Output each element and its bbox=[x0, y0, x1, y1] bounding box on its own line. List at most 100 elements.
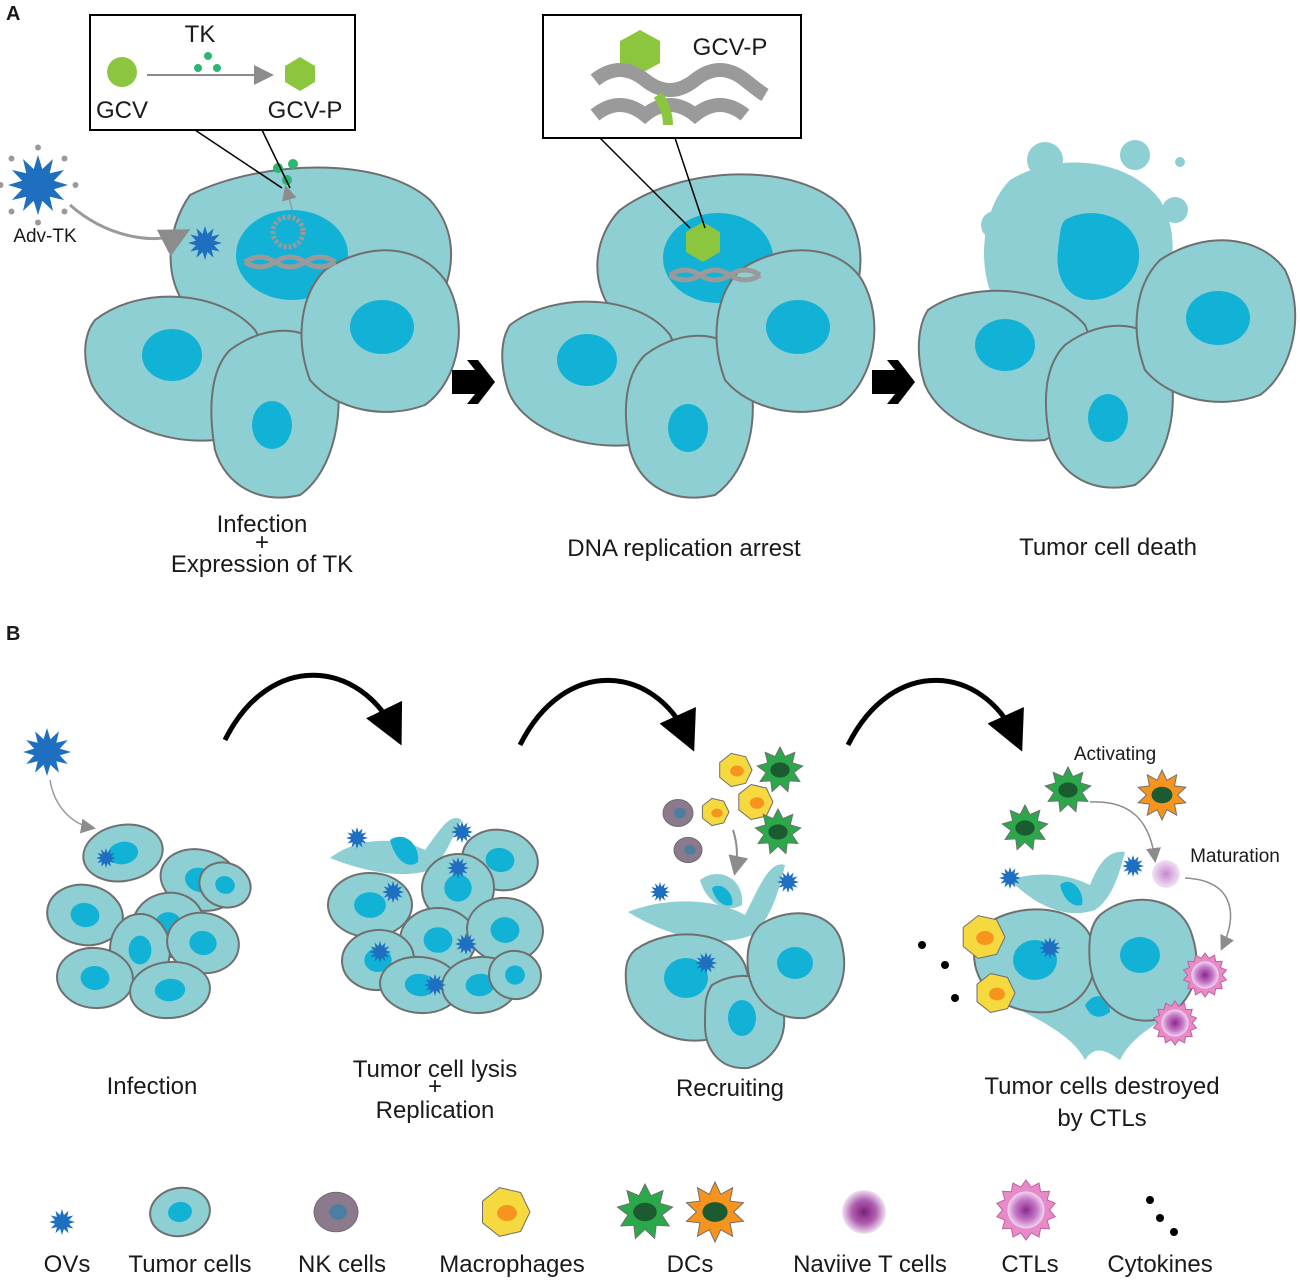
cluster-b-infection bbox=[23, 728, 252, 1020]
gcv-label: GCV bbox=[96, 97, 148, 124]
nucleus bbox=[444, 874, 472, 902]
step-label-expression-tk: Expression of TK bbox=[171, 551, 353, 578]
macrophage bbox=[701, 797, 730, 827]
macrophage bbox=[976, 973, 1016, 1013]
tumor-cell bbox=[82, 823, 164, 883]
virus-body bbox=[650, 882, 670, 902]
curved-arrow-2 bbox=[517, 678, 696, 752]
gcv-p-label-2: GCV-P bbox=[693, 34, 768, 61]
virus-body bbox=[1039, 937, 1061, 959]
ctl-core bbox=[1007, 1191, 1045, 1229]
virus-fiber-knob bbox=[61, 208, 68, 215]
nucleus bbox=[768, 824, 788, 840]
nucleus bbox=[404, 973, 436, 997]
step-arrow-1 bbox=[452, 360, 495, 404]
gcv-p-label: GCV-P bbox=[268, 97, 343, 124]
activated-dendritic-cell bbox=[685, 1180, 745, 1244]
infection-arrow bbox=[69, 203, 191, 257]
virus-body bbox=[777, 871, 799, 893]
cytokine-dot bbox=[1146, 1196, 1154, 1204]
macrophage bbox=[719, 752, 753, 788]
nucleus bbox=[777, 947, 813, 979]
nucleus bbox=[189, 930, 217, 956]
legend-label-dcs: DCs bbox=[667, 1251, 714, 1278]
panel-a-label: A bbox=[6, 3, 20, 25]
virus-icon bbox=[1039, 937, 1061, 959]
nucleus bbox=[557, 334, 617, 386]
nucleus bbox=[1015, 820, 1035, 836]
virus-fiber-knob bbox=[8, 155, 15, 162]
virus-body bbox=[346, 827, 368, 849]
legend-label-ctls: CTLs bbox=[1001, 1251, 1058, 1278]
ctl-core bbox=[1191, 961, 1219, 989]
nucleus bbox=[70, 902, 100, 928]
membrane-bleb bbox=[1120, 140, 1150, 170]
ctl-cell bbox=[995, 1179, 1057, 1241]
virus-fiber-knob bbox=[61, 155, 68, 162]
nucleus bbox=[215, 876, 235, 894]
cluster-b-destruction: Activating Maturation bbox=[918, 744, 1280, 1060]
membrane-bleb bbox=[981, 211, 1009, 239]
tumor-cell bbox=[488, 949, 542, 1001]
virus-fiber-knob bbox=[72, 182, 79, 188]
nucleus bbox=[728, 1000, 756, 1036]
macrophage bbox=[482, 1187, 531, 1237]
cell-cluster-dna-arrest bbox=[501, 173, 876, 499]
virus-icon bbox=[777, 871, 799, 893]
virus-icon bbox=[188, 226, 222, 260]
nucleus bbox=[749, 797, 765, 809]
virus-icon bbox=[695, 952, 717, 974]
step-label-infection-a: Infection bbox=[217, 511, 308, 538]
virus-body bbox=[188, 226, 222, 260]
naive-t-cell bbox=[1152, 860, 1180, 888]
infection-arrow bbox=[49, 779, 96, 834]
virus-icon bbox=[0, 144, 79, 226]
tumor-cell bbox=[56, 946, 134, 1010]
cytokine-dot bbox=[951, 994, 959, 1002]
cell-cluster-infection bbox=[84, 159, 460, 499]
legend: OVs Tumor cells NK cells Macrophages DCs… bbox=[44, 1179, 1213, 1278]
plasmid bbox=[270, 214, 306, 250]
ctl-cell bbox=[1182, 952, 1228, 998]
activating-arrow bbox=[1089, 801, 1161, 863]
tumor-cell bbox=[198, 861, 252, 909]
dna-helix bbox=[590, 63, 769, 102]
recruit-arrow bbox=[728, 829, 749, 876]
tk-dot bbox=[288, 159, 298, 169]
virus-body bbox=[49, 1209, 75, 1235]
nucleus bbox=[490, 917, 520, 943]
virus-body bbox=[447, 857, 469, 879]
cytokine-dot bbox=[918, 941, 926, 949]
nucleus bbox=[989, 987, 1005, 1001]
adv-tk-label: Adv-TK bbox=[13, 226, 77, 247]
gcv-circle bbox=[107, 57, 137, 87]
nucleus bbox=[465, 973, 495, 997]
curved-arrow-1 bbox=[222, 672, 403, 746]
virus-body bbox=[369, 941, 391, 963]
naive-t-cell bbox=[842, 1190, 886, 1234]
plus-sign-b: + bbox=[428, 1073, 442, 1100]
virus-icon bbox=[369, 941, 391, 963]
nucleus bbox=[1120, 937, 1160, 973]
cytokine-dot bbox=[941, 961, 949, 969]
nk-cell bbox=[673, 836, 703, 864]
nucleus bbox=[154, 978, 186, 1002]
virus-icon bbox=[999, 867, 1021, 889]
macrophage bbox=[738, 784, 774, 820]
virus-icon bbox=[451, 821, 473, 843]
tumor-cell bbox=[327, 872, 413, 938]
tumor-cell bbox=[466, 896, 544, 964]
nucleus bbox=[142, 329, 202, 381]
gcv-p-hexagon bbox=[285, 57, 315, 91]
virus-fiber-knob bbox=[8, 208, 15, 215]
step-label-dna-arrest: DNA replication arrest bbox=[567, 535, 801, 562]
nucleus bbox=[766, 300, 830, 354]
nucleus bbox=[423, 927, 453, 953]
nucleus bbox=[674, 807, 686, 819]
step-label-by-ctls: by CTLs bbox=[1057, 1105, 1146, 1132]
nucleus bbox=[730, 765, 744, 777]
virus-icon bbox=[49, 1209, 75, 1235]
nucleus bbox=[252, 401, 292, 449]
virus-icon bbox=[455, 933, 477, 955]
virus-body bbox=[695, 952, 717, 974]
